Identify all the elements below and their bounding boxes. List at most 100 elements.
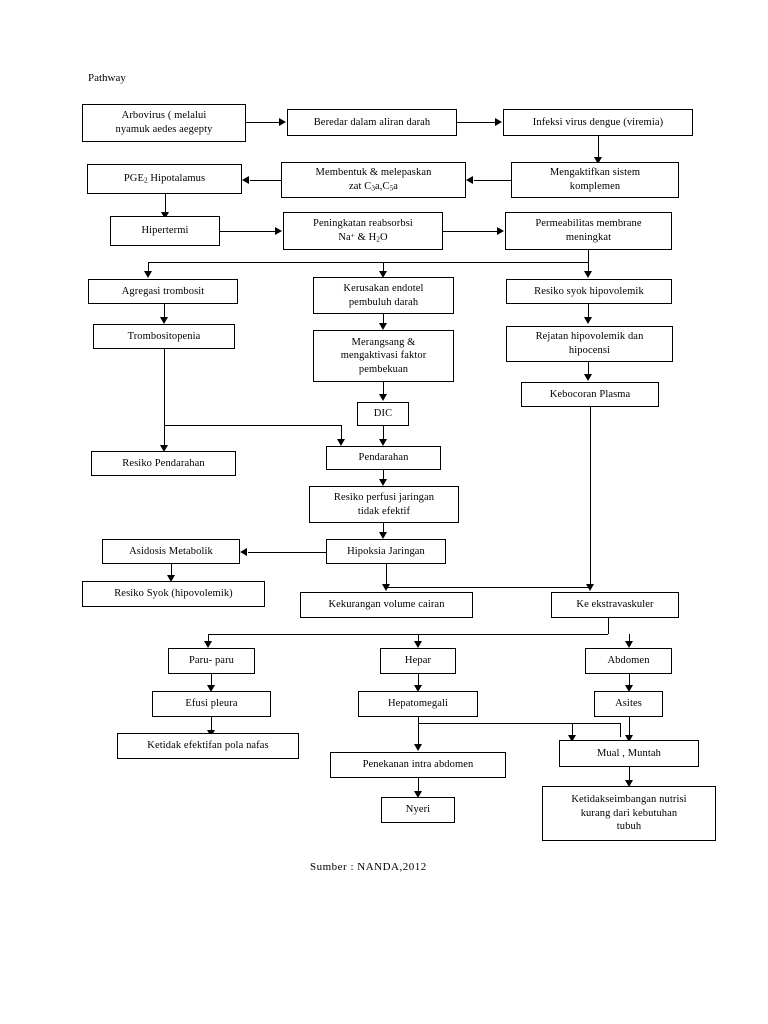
node-beredar-label: Beredar dalam aliran darah xyxy=(313,116,431,128)
node-mengaktifkan: Mengaktifkan sistem komplemen xyxy=(511,162,679,198)
node-hepar-label: Hepar xyxy=(404,655,432,667)
node-hipoksia: Hipoksia Jaringan xyxy=(326,539,446,564)
edge-hipoksia-bus xyxy=(386,587,590,588)
edge-bus-branch-right xyxy=(588,262,589,274)
node-ketidakefektifan: Ketidak efektifan pola nafas xyxy=(117,733,299,759)
node-infeksi-label: Infeksi virus dengue (viremia) xyxy=(532,116,664,128)
edge-mual-ketidakseimbangan xyxy=(629,767,630,783)
arrow-kerusakan-merangsang xyxy=(379,323,387,330)
node-pendarahan: Pendarahan xyxy=(326,446,441,470)
arrow-kebocoran-ekstravaskuler xyxy=(586,584,594,591)
node-hipertermi: Hipertermi xyxy=(110,216,220,246)
node-ketidakseimbangan-line1: Ketidakseimbangan nutrisi xyxy=(571,794,687,806)
node-ketidakefektifan-label: Ketidak efektifan pola nafas xyxy=(147,740,269,752)
node-rejatan-line1: Rejatan hipovolemik dan xyxy=(535,331,644,343)
edge-permeabilitas-bus xyxy=(148,262,589,263)
node-permeabilitas-line2: meningkat xyxy=(565,232,612,243)
arrow-bus2-paru xyxy=(204,641,212,648)
node-merangsang: Merangsang & mengaktivasi faktor pembeku… xyxy=(313,330,454,382)
node-kebocoran-label: Kebocoran Plasma xyxy=(549,388,631,400)
edge-kerusakan-merangsang xyxy=(383,314,384,326)
node-hepatomegali-label: Hepatomegali xyxy=(387,698,449,710)
arrow-agregasi-trombositopenia xyxy=(160,317,168,324)
node-ketidakseimbangan-line2: kurang dari kebutuhan xyxy=(580,807,678,819)
source-caption: Sumber : NANDA,2012 xyxy=(310,861,427,873)
node-agregasi: Agregasi trombosit xyxy=(88,279,238,304)
edge-bus-branch-left xyxy=(148,262,149,274)
edge-penekanan-nyeri xyxy=(418,778,419,794)
edge-abdomen-asites xyxy=(629,674,630,688)
edge-hipertermi-reabsorbsi xyxy=(220,231,275,232)
arrow-infeksi-mengaktifkan xyxy=(594,157,602,164)
edge-perfusi-hipoksia xyxy=(383,523,384,535)
node-paru-label: Paru- paru xyxy=(188,655,235,667)
edge-kebocoran-ekstravaskuler xyxy=(590,407,591,587)
node-mengaktifkan-line2: komplemen xyxy=(569,181,621,192)
arrow-dic-pendarahan xyxy=(379,439,387,446)
node-kerusakan-line2: pembuluh darah xyxy=(348,296,419,308)
edge-asidosis-resikosyokhv xyxy=(171,564,172,578)
edge-merangsang-dic xyxy=(383,382,384,395)
edge-asites-mual xyxy=(629,717,630,739)
node-rejatan: Rejatan hipovolemik dan hipocensi xyxy=(506,326,673,362)
node-penekanan: Penekanan intra abdomen xyxy=(330,752,506,778)
arrow-bus-resiko-syok xyxy=(584,271,592,278)
edge-ekstravaskuler-bus xyxy=(208,634,608,635)
arrow-reabsorbsi-permeabilitas xyxy=(497,227,504,235)
node-permeabilitas-line1: Permeabilitas membrane xyxy=(535,218,642,230)
edge-permeabilitas-bus-stem xyxy=(588,250,589,262)
arrow-membentuk-pge2 xyxy=(242,176,249,184)
edge-bus2-branch-right xyxy=(629,634,630,644)
arrow-rejatan-kebocoran xyxy=(584,374,592,381)
arrow-pge2-hipertermi xyxy=(161,212,169,219)
arrow-hepatomegali-mual xyxy=(568,735,576,742)
arrow-pendarahan-perfusi xyxy=(379,479,387,486)
edge-pge2-hipertermi xyxy=(165,194,166,214)
arrow-trombositopenia-resikopendarahan xyxy=(160,445,168,452)
node-kekurangan-label: Kekurangan volume cairan xyxy=(328,599,445,611)
node-nyeri: Nyeri xyxy=(381,797,455,823)
edge-hepar-hepatomegali xyxy=(418,674,419,688)
edge-pendarahan-perfusi xyxy=(383,470,384,482)
node-perfusi-line1: Resiko perfusi jaringan xyxy=(333,491,435,503)
node-ekstravaskuler-label: Ke ekstravaskuler xyxy=(576,599,654,611)
node-abdomen-label: Abdomen xyxy=(607,655,650,667)
node-pendarahan-label: Pendarahan xyxy=(358,452,409,464)
node-resiko-syok-hipovolemik-label: Resiko syok hipovolemik xyxy=(534,285,644,297)
node-ekstravaskuler: Ke ekstravaskuler xyxy=(551,592,679,618)
node-agregasi-label: Agregasi trombosit xyxy=(121,285,205,297)
node-resiko-syok-hipovolemik: Resiko syok hipovolemik xyxy=(506,279,672,304)
arrow-mengaktifkan-membentuk xyxy=(466,176,473,184)
edge-trombositopenia-pendarahan xyxy=(164,425,341,426)
arrow-bus2-hepar xyxy=(414,641,422,648)
arrow-hipertermi-reabsorbsi xyxy=(275,227,282,235)
node-pge2-label: PGE2 Hipotalamus xyxy=(123,173,206,185)
arrow-paru-efusi xyxy=(207,685,215,692)
edge-hepatomegali-mual-left xyxy=(572,723,620,724)
node-kerusakan-line1: Kerusakan endotel xyxy=(343,282,424,294)
node-kebocoran: Kebocoran Plasma xyxy=(521,382,659,407)
node-reabsorbsi: Peningkatan reabsorbsi Na+ & H2O xyxy=(283,212,443,250)
edge-mengaktifkan-membentuk xyxy=(474,180,511,181)
node-trombositopenia: Trombositopenia xyxy=(93,324,235,349)
arrow-hipoksia-kekurangan xyxy=(382,584,390,591)
node-paru: Paru- paru xyxy=(168,648,255,674)
arrow-bus2-abdomen xyxy=(625,641,633,648)
node-arbovirus-line2: nyamuk aedes aegepty xyxy=(115,124,213,135)
arrow-trombositopenia-pendarahan xyxy=(337,439,345,446)
node-merangsang-line3: pembekuan xyxy=(358,363,409,375)
arrow-hepar-hepatomegali xyxy=(414,685,422,692)
node-resiko-pendarahan-label: Resiko Pendarahan xyxy=(122,457,205,469)
node-asidosis: Asidosis Metabolik xyxy=(102,539,240,564)
arrow-hipoksia-asidosis xyxy=(240,548,247,556)
node-mual: Mual , Muntah xyxy=(559,740,699,767)
edge-hipoksia-bus-stem xyxy=(386,564,387,587)
edge-trombositopenia-pendarahan-drop xyxy=(341,425,342,441)
node-perfusi: Resiko perfusi jaringan tidak efektif xyxy=(309,486,459,523)
node-arbovirus-line1: Arbovirus ( melalui xyxy=(121,110,207,122)
arrow-abdomen-asites xyxy=(625,685,633,692)
node-perfusi-line2: tidak efektif xyxy=(357,505,411,517)
node-resiko-syok-hipovolemik-2: Resiko Syok (hipovolemik) xyxy=(82,581,265,607)
node-hepatomegali: Hepatomegali xyxy=(358,691,478,717)
edge-hepatomegali-mual-drop2 xyxy=(572,723,573,737)
